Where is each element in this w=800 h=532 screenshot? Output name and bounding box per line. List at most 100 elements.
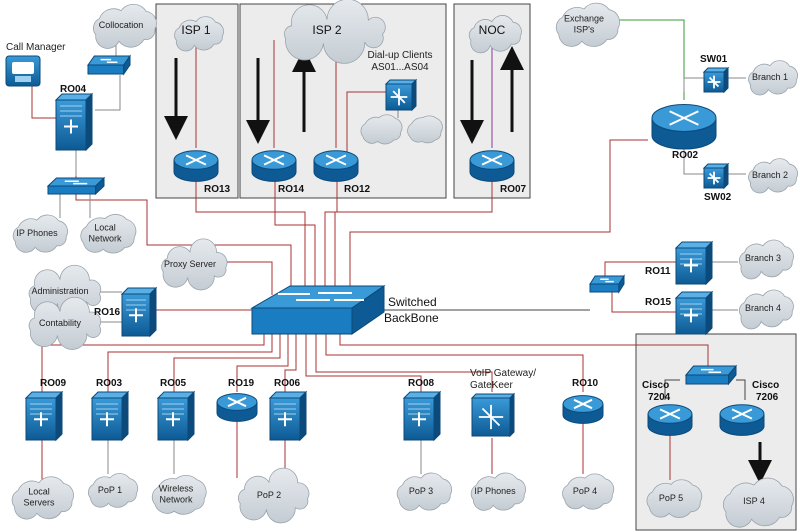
ro09-server <box>24 390 64 442</box>
dialup-label-1: Dial-up Clients <box>367 50 432 61</box>
branch2-cloud-label: Branch 2 <box>752 170 788 180</box>
pop2-cloud: PoP 2 <box>238 467 310 524</box>
local-servers-cloud-label: Local <box>28 487 50 497</box>
ro03-server <box>90 390 130 442</box>
voip-gateway <box>470 392 516 438</box>
ro04-server <box>54 92 94 152</box>
isp2-label: ISP 2 <box>312 23 341 37</box>
noc-label: NOC <box>479 23 506 37</box>
wireless-network-cloud-label: Wireless <box>159 484 194 494</box>
ro19-label: RO19 <box>228 378 255 389</box>
ro07-label: RO07 <box>500 184 527 195</box>
ro14-label: RO14 <box>278 184 305 195</box>
ro16-server <box>120 286 158 338</box>
contability-cloud: Contability <box>28 296 102 350</box>
local-network-cloud-label: Local <box>94 223 116 233</box>
branch-aggregation-switch <box>589 274 625 294</box>
exchange-isp-cloud-label: Exchange <box>564 14 604 24</box>
ro12-router <box>313 150 359 182</box>
isp4-cloud: ISP 4 <box>722 477 794 528</box>
sw01-switch <box>702 66 730 94</box>
ro03-label: RO03 <box>96 378 123 389</box>
branch4-cloud-label: Branch 4 <box>745 303 781 313</box>
zone-labels: ISP 1 ISP 2 NOC Dial-up Clients AS01...A… <box>181 23 505 73</box>
ro05-server <box>156 390 196 442</box>
dialup-cloud-1 <box>360 114 403 145</box>
sw02-switch <box>702 162 730 190</box>
pop3-cloud: PoP 3 <box>396 472 452 511</box>
proxy-server-cloud: Proxy Server <box>161 238 228 291</box>
ro15-label: RO15 <box>645 297 672 308</box>
cisco7206-label-1: Cisco <box>752 380 779 391</box>
switched-backbone <box>250 285 386 335</box>
local-servers-cloud-label: Servers <box>23 498 55 508</box>
cisco7206-label-2: 7206 <box>756 392 779 403</box>
pop1-cloud-label: PoP 1 <box>98 485 122 495</box>
ro02-router <box>651 104 717 150</box>
ro07-router <box>469 150 515 182</box>
branch3-cloud: Branch 3 <box>738 239 794 280</box>
call-manager-label: Call Manager <box>6 42 66 53</box>
pop4-cloud: PoP 4 <box>562 473 615 510</box>
devices <box>5 54 765 442</box>
ro06-server <box>268 390 308 442</box>
voip-label-2: GateKeer <box>470 380 513 391</box>
ro13-label: RO13 <box>204 184 231 195</box>
collocation-switch <box>87 54 131 76</box>
cisco7204-label-2: 7204 <box>648 392 671 403</box>
administration-cloud-label: Administration <box>31 286 88 296</box>
ro04-label: RO04 <box>60 84 87 95</box>
voip-label-1: VoIP Gateway/ <box>470 368 536 379</box>
links <box>31 19 746 480</box>
ro13-router <box>173 150 219 182</box>
cisco7204-label-1: Cisco <box>642 380 669 391</box>
collocation-cloud-label: Collocation <box>99 20 144 30</box>
ro02-label: RO02 <box>672 150 699 161</box>
pop2-cloud-label: PoP 2 <box>257 490 281 500</box>
ro05-label: RO05 <box>160 378 187 389</box>
call-manager-icon <box>5 55 41 87</box>
traffic-arrows <box>164 46 772 484</box>
exchange-isp-cloud-label: ISP's <box>574 25 595 35</box>
ro16-label: RO16 <box>94 307 121 318</box>
ro06-label: RO06 <box>274 378 301 389</box>
branch1-cloud-label: Branch 1 <box>752 72 788 82</box>
sw01-label: SW01 <box>700 54 728 65</box>
pop3-cloud-label: PoP 3 <box>409 486 433 496</box>
device-labels: Call Manager RO04 RO13 RO14 RO12 RO07 SW… <box>6 42 779 403</box>
backbone-label-1: Switched <box>388 295 437 309</box>
ip-phones-bottom-cloud: IP Phones <box>470 472 526 511</box>
isp2-cloud <box>284 0 386 64</box>
contability-cloud-label: Contability <box>39 318 82 328</box>
isp1-cloud <box>174 16 224 52</box>
branch1-cloud: Branch 1 <box>748 60 798 96</box>
ro12-label: RO12 <box>344 184 371 195</box>
branch3-cloud-label: Branch 3 <box>745 253 781 263</box>
ro09-label: RO09 <box>40 378 67 389</box>
pop5-cloud-label: PoP 5 <box>659 493 683 503</box>
ip-phones-bottom-cloud-label: IP Phones <box>474 486 516 496</box>
pop5-cloud: PoP 5 <box>646 479 703 518</box>
isp1-label: ISP 1 <box>181 23 210 37</box>
ip-phones-left-cloud-label: IP Phones <box>16 228 58 238</box>
proxy-server-cloud-label: Proxy Server <box>164 259 216 269</box>
cisco-edge-switch <box>684 364 738 386</box>
ip-phones-left-cloud: IP Phones <box>12 214 68 253</box>
ro11-label: RO11 <box>645 266 671 277</box>
ro11-server <box>674 240 714 286</box>
ro10-router <box>562 395 604 424</box>
branch2-cloud: Branch 2 <box>748 158 798 194</box>
ro14-router <box>251 150 297 182</box>
isp4-cloud-label: ISP 4 <box>743 496 765 506</box>
local-network-cloud-label: Network <box>88 234 122 244</box>
ro08-server <box>402 390 442 442</box>
dialup-cloud-2 <box>407 115 443 144</box>
dialup-label-2: AS01...AS04 <box>371 62 429 73</box>
pop1-cloud: PoP 1 <box>87 473 139 508</box>
